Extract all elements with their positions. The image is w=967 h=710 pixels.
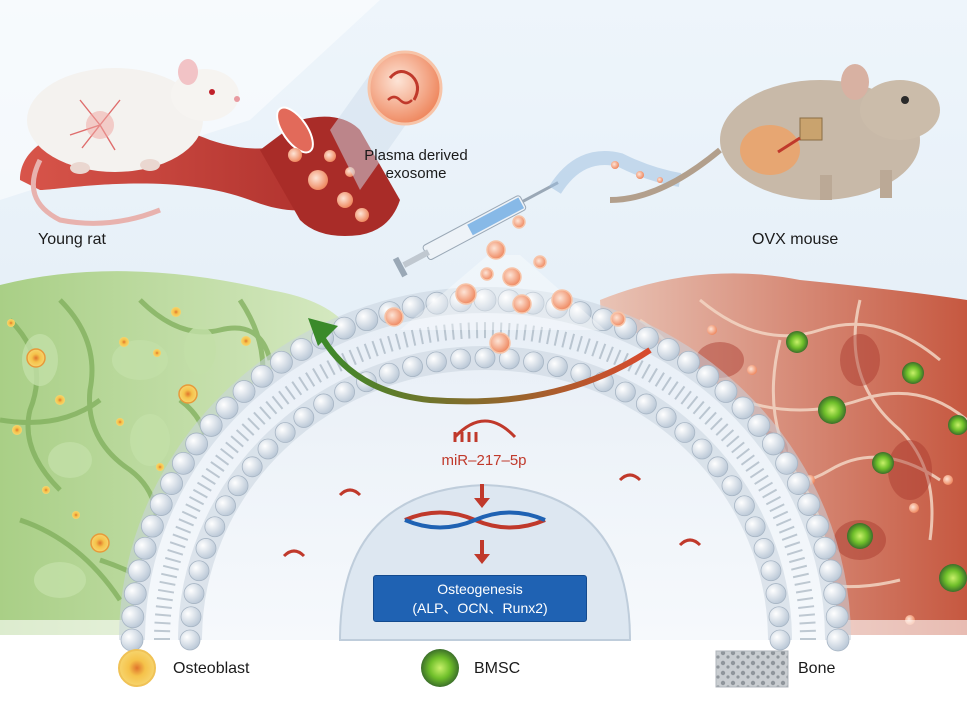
lipid-head [313, 393, 335, 415]
lipid-head [355, 308, 379, 332]
lipid-head [734, 495, 755, 517]
lipid-head [825, 605, 849, 629]
lipid-head [195, 538, 217, 559]
lipid-head [270, 350, 293, 374]
lipid-head [334, 381, 355, 403]
lipid-head [797, 493, 821, 516]
lipid-head [657, 338, 680, 361]
lipid-head [426, 351, 447, 373]
lipid-head [707, 456, 729, 478]
lipid-head [769, 629, 791, 651]
mirna-label: miR–217–5p [441, 452, 527, 469]
lipid-head [474, 347, 496, 369]
legend-osteoblast-label: Osteoblast [173, 660, 250, 677]
lipid-head [401, 295, 425, 319]
lipid-head [747, 414, 771, 437]
exosome-label-line1: Plasma derived [364, 147, 468, 164]
lipid-head [127, 559, 151, 583]
osteogenesis-box: Osteogenesis (ALP、OCN、Runx2) [373, 575, 587, 622]
lipid-head [204, 516, 226, 538]
lipid-head [241, 456, 263, 478]
lipid-head [257, 438, 279, 460]
lipid-head [696, 364, 720, 388]
lipid-head [121, 605, 145, 629]
lipid-head [215, 396, 239, 420]
exosome-label: Plasma derived exosome [356, 147, 476, 183]
lipid-head [787, 472, 810, 495]
lipid-head [149, 493, 173, 516]
lipid-head [133, 536, 157, 560]
lipid-head [378, 362, 400, 384]
lipid-head [293, 407, 315, 428]
lipid-head [171, 451, 195, 475]
lipid-head [635, 393, 657, 415]
lipid-head [123, 582, 147, 606]
exosome-magnified-icon [330, 50, 443, 190]
osteogenesis-title: Osteogenesis [437, 581, 523, 597]
lipid-head [140, 514, 164, 538]
young-rat-label: Young rat [38, 231, 106, 248]
ovx-mouse-illustration [609, 64, 940, 203]
lipid-head [185, 432, 209, 456]
lipid-head [721, 475, 743, 497]
lipid-head [498, 348, 520, 370]
lipid-head [425, 291, 449, 315]
lipid-head [179, 629, 201, 651]
lipid-head [402, 356, 423, 378]
ovx-mouse-label: OVX mouse [752, 231, 839, 248]
bmsc-icon [421, 649, 459, 687]
lipid-head [826, 628, 850, 652]
lipid-head [160, 472, 183, 495]
lipid-head [199, 414, 223, 437]
mirna-icon-group [282, 419, 702, 558]
exosome-label-line2: exosome [385, 165, 447, 182]
lipid-head [744, 516, 766, 538]
lipid-head [183, 583, 205, 604]
lipid-head [761, 432, 785, 456]
legend-bmsc-label: BMSC [474, 660, 521, 677]
lipid-head [188, 560, 210, 582]
lipid-head [332, 316, 356, 340]
lipid-head [813, 536, 837, 560]
lipid-head [274, 422, 296, 443]
lipid-head [636, 326, 659, 350]
osteogenesis-markers: (ALP、OCN、Runx2) [412, 600, 548, 616]
syringe-icon [392, 181, 559, 278]
lipid-head [568, 301, 592, 325]
osteoblast-icon [118, 649, 156, 687]
lipid-head [655, 407, 677, 428]
transport-arrow [315, 328, 652, 405]
lipid-head [450, 348, 472, 370]
lipid-head [180, 606, 202, 628]
lipid-head [215, 495, 236, 517]
lipid-head [768, 606, 790, 628]
lipid-head [691, 438, 713, 460]
legend-bone-label: Bone [798, 660, 836, 677]
lipid-head [120, 628, 144, 652]
lipid-head [806, 514, 830, 538]
lipid-head [775, 451, 799, 475]
lipid-head [714, 380, 738, 403]
young-rat-illustration [27, 59, 240, 226]
lipid-head [232, 380, 256, 403]
lipid-head [819, 559, 843, 583]
lipid-head [765, 583, 787, 604]
lipid-head [615, 381, 636, 403]
lipid-head [674, 422, 696, 443]
lipid-head [250, 364, 274, 388]
lipid-head [731, 396, 755, 420]
lipid-head [760, 560, 782, 582]
lipid-head [523, 351, 544, 373]
lipid-head [677, 350, 700, 374]
bone-texture-icon [715, 650, 789, 688]
lipid-head [290, 338, 313, 361]
lipid-head [227, 475, 249, 497]
lipid-head [823, 582, 847, 606]
lipid-head [547, 356, 568, 378]
dna-helix-icon [404, 510, 546, 530]
lipid-head [753, 538, 775, 559]
